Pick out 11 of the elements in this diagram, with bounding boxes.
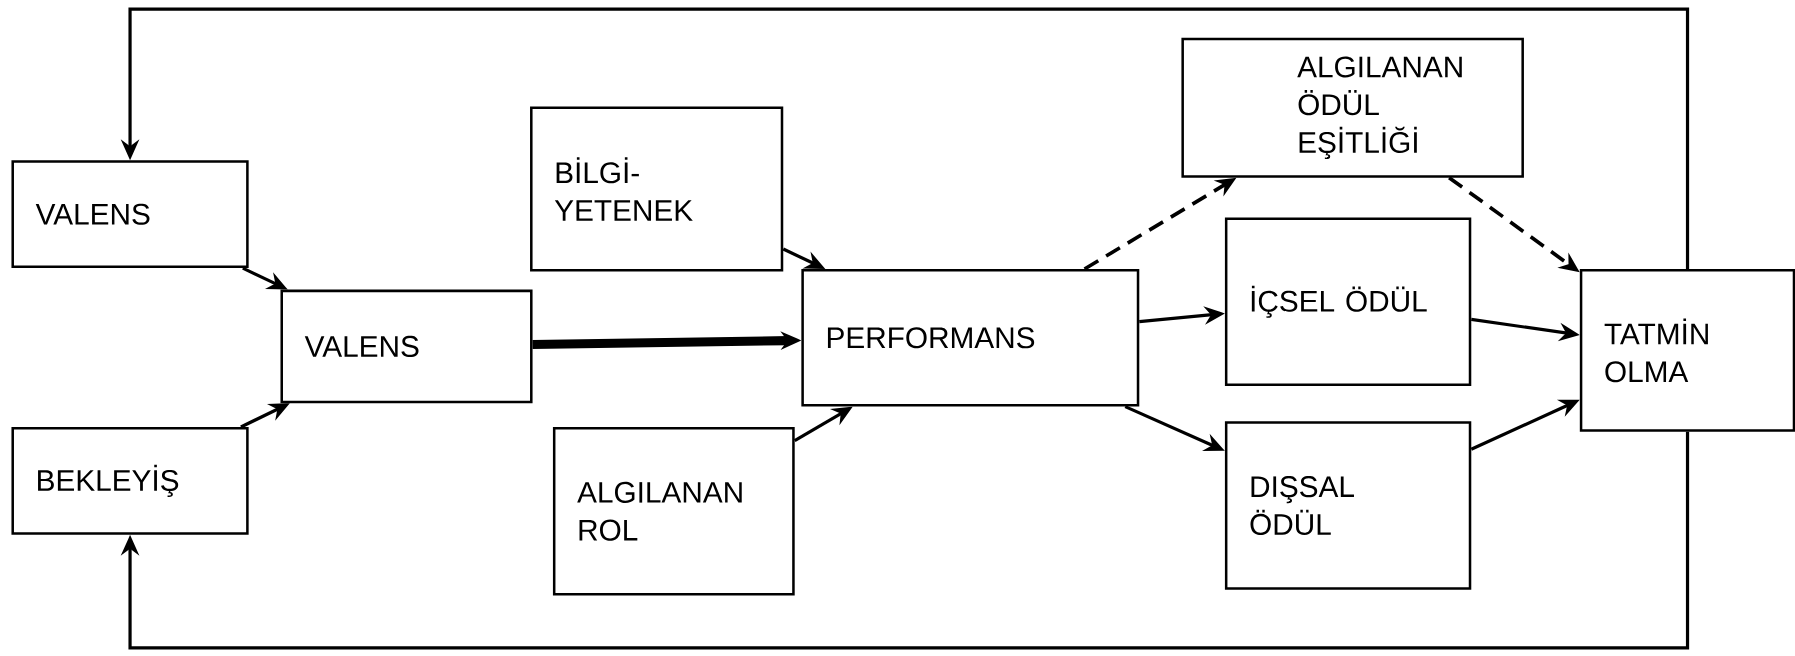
arrow [120, 431, 1690, 650]
process-box: VALENS [11, 160, 249, 269]
process-box: BİLGİ-YETENEK [530, 106, 784, 272]
process-box: İÇSEL ÖDÜL [1224, 217, 1472, 387]
process-box: VALENS [280, 289, 533, 404]
process-box: ALGILANAN ROL [552, 427, 795, 596]
process-box: ALGILANAN ÖDÜL EŞİTLİĞİ [1181, 37, 1524, 178]
process-box: BEKLEYİŞ [11, 427, 249, 535]
process-box: PERFORMANS [801, 269, 1140, 407]
outcome-box: TATMİN OLMA [1579, 269, 1795, 432]
process-box: DIŞSAL ÖDÜL [1224, 421, 1472, 590]
